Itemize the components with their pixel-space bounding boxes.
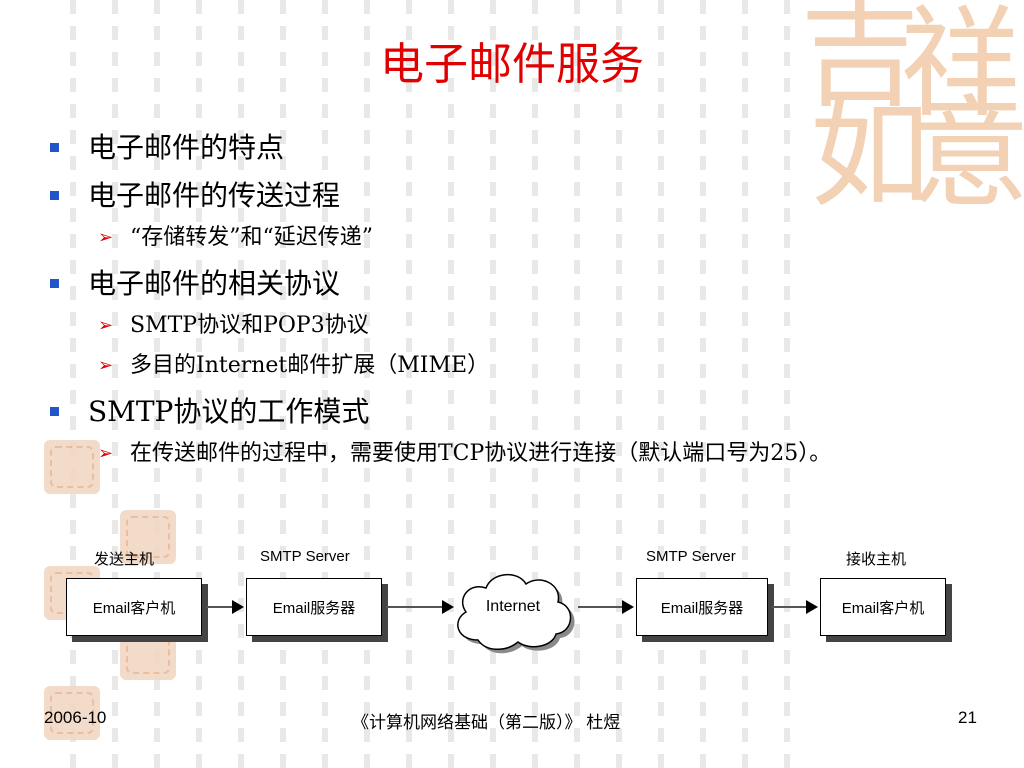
internet-cloud-icon [457,574,575,654]
email-server-right-box: Email服务器 [636,578,768,636]
sub-bullet-text: 在传送邮件的过程中，需要使用TCP协议进行连接（默认端口号为25）。 [130,441,832,466]
arrow-bullet-icon: ➢ [98,315,114,336]
email-client-sender-box: Email客户机 [66,578,202,636]
arrow-bullet-icon: ➢ [98,227,114,248]
decorative-stamp [120,510,176,564]
sub-bullet-text: 多目的Internet邮件扩展（MIME） [130,353,490,378]
slide-number: 21 [958,708,977,727]
arrow-bullet-icon: ➢ [98,443,114,464]
receiver-label: 接收主机 [846,551,907,568]
sub-bullet-item: ➢ “存储转发”和“延迟传递” [42,222,982,254]
bullet-text: SMTP协议的工作模式 [88,395,370,428]
sub-bullet-item: ➢ 在传送邮件的过程中，需要使用TCP协议进行连接（默认端口号为25）。 [42,438,950,470]
arrow-bullet-icon: ➢ [98,355,114,376]
square-bullet-icon [50,191,59,200]
email-flow-diagram: 发送主机 SMTP Server SMTP Server 接收主机 Email客… [0,540,1024,690]
sub-bullet-text: SMTP协议和POP3协议 [130,313,369,338]
flow-arrow [206,600,244,614]
flow-arrow [578,600,634,614]
flow-arrow [386,600,454,614]
smtp-server-label-right: SMTP Server [646,548,736,565]
email-client-receiver-box: Email客户机 [820,578,946,636]
decorative-stamp [44,440,100,494]
bullet-text: 电子邮件的特点 [88,131,285,164]
footer-date: 2006-10 [44,708,107,727]
bullet-item: 电子邮件的特点 [42,126,982,170]
sub-bullet-text: “存储转发”和“延迟传递” [130,225,373,250]
bullet-list: 电子邮件的特点 电子邮件的传送过程 ➢ “存储转发”和“延迟传递” 电子邮件的相… [42,126,982,478]
email-server-left-box: Email服务器 [246,578,382,636]
decorative-logo: 吉祥如意 [800,0,1024,224]
smtp-server-label-left: SMTP Server [260,548,350,565]
bullet-text: 电子邮件的相关协议 [88,267,341,300]
square-bullet-icon [50,407,59,416]
bullet-item: 电子邮件的传送过程 [42,174,982,218]
slide-title: 电子邮件服务 [380,39,644,90]
footer-book-title: 《计算机网络基础（第二版）》 杜煜 [352,713,621,732]
decorative-stamp [44,686,100,740]
flow-arrow [772,600,818,614]
sender-label: 发送主机 [94,551,155,568]
square-bullet-icon [50,279,59,288]
sub-bullet-item: ➢ 多目的Internet邮件扩展（MIME） [42,350,982,382]
bullet-item: 电子邮件的相关协议 [42,262,982,306]
bullet-text: 电子邮件的传送过程 [88,179,341,212]
internet-label: Internet [485,598,541,615]
sub-bullet-item: ➢ SMTP协议和POP3协议 [42,310,982,342]
square-bullet-icon [50,143,59,152]
bullet-item: SMTP协议的工作模式 [42,390,982,434]
